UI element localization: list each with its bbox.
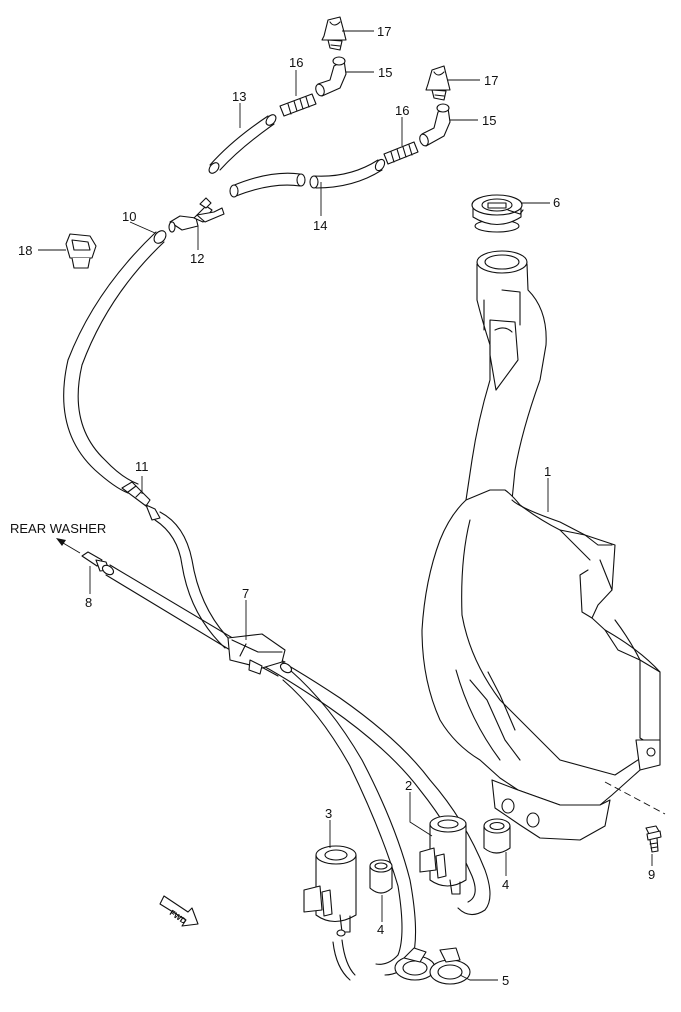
hose-to-clamp: [154, 511, 491, 981]
rear-washer-annotation: REAR WASHER: [10, 521, 106, 554]
callout-8: 8: [85, 595, 92, 610]
joint-part-16-right: [383, 141, 419, 165]
callout-10: 10: [122, 209, 136, 224]
pump-part-3: [303, 845, 357, 937]
callout-1: 1: [544, 464, 551, 479]
fwd-arrow-icon: FWD: [159, 895, 199, 927]
nozzle-part-17-left: [321, 16, 347, 51]
washer-tank-part-1: [421, 250, 666, 841]
tank-cap-part-6: [471, 194, 524, 233]
callout-12: 12: [190, 251, 204, 266]
grommet-part-4-left: [369, 859, 393, 894]
callout-16-left: 16: [289, 55, 303, 70]
callout-11: 11: [135, 459, 149, 474]
pump-part-2: [419, 815, 467, 895]
rear-washer-arrow-icon: [56, 538, 66, 546]
callout-15-right: 15: [482, 113, 496, 128]
callout-15-left: 15: [378, 65, 392, 80]
nozzle-part-17-right: [425, 65, 451, 101]
leader-lines: [38, 30, 653, 981]
grommet-part-4-right: [483, 818, 511, 854]
callout-4-left: 4: [377, 922, 384, 937]
callout-13: 13: [232, 89, 246, 104]
joint-part-11: [121, 481, 161, 521]
hose-part-13: [208, 114, 277, 174]
clip-part-18: [65, 233, 97, 269]
hose-part-14: [229, 158, 386, 198]
callout-17-right: 17: [484, 73, 498, 88]
joint-part-16-left: [279, 93, 317, 117]
rear-washer-label: REAR WASHER: [10, 521, 106, 536]
bolt-part-9: [645, 825, 662, 853]
callout-17-left: 17: [377, 24, 391, 39]
three-way-joint-part-12: [168, 197, 225, 233]
callout-16-right: 16: [395, 103, 409, 118]
callout-2: 2: [405, 778, 412, 793]
callout-4-right: 4: [502, 877, 509, 892]
elbow-part-15-right: [419, 103, 451, 147]
hose-part-10: [63, 230, 167, 494]
callout-9: 9: [648, 867, 655, 882]
hose-clamp-part-7: [227, 633, 286, 675]
callout-6: 6: [553, 195, 560, 210]
pump-bracket-part-5: [394, 947, 471, 985]
elbow-part-15-left: [315, 56, 347, 97]
callout-numbers: 1 2 3 4 4 5 6 7 8 9 10 11 12 13 14 15 15…: [18, 24, 655, 988]
callout-5: 5: [502, 973, 509, 988]
callout-14: 14: [313, 218, 327, 233]
callout-18: 18: [18, 243, 32, 258]
callout-7: 7: [242, 586, 249, 601]
callout-3: 3: [325, 806, 332, 821]
